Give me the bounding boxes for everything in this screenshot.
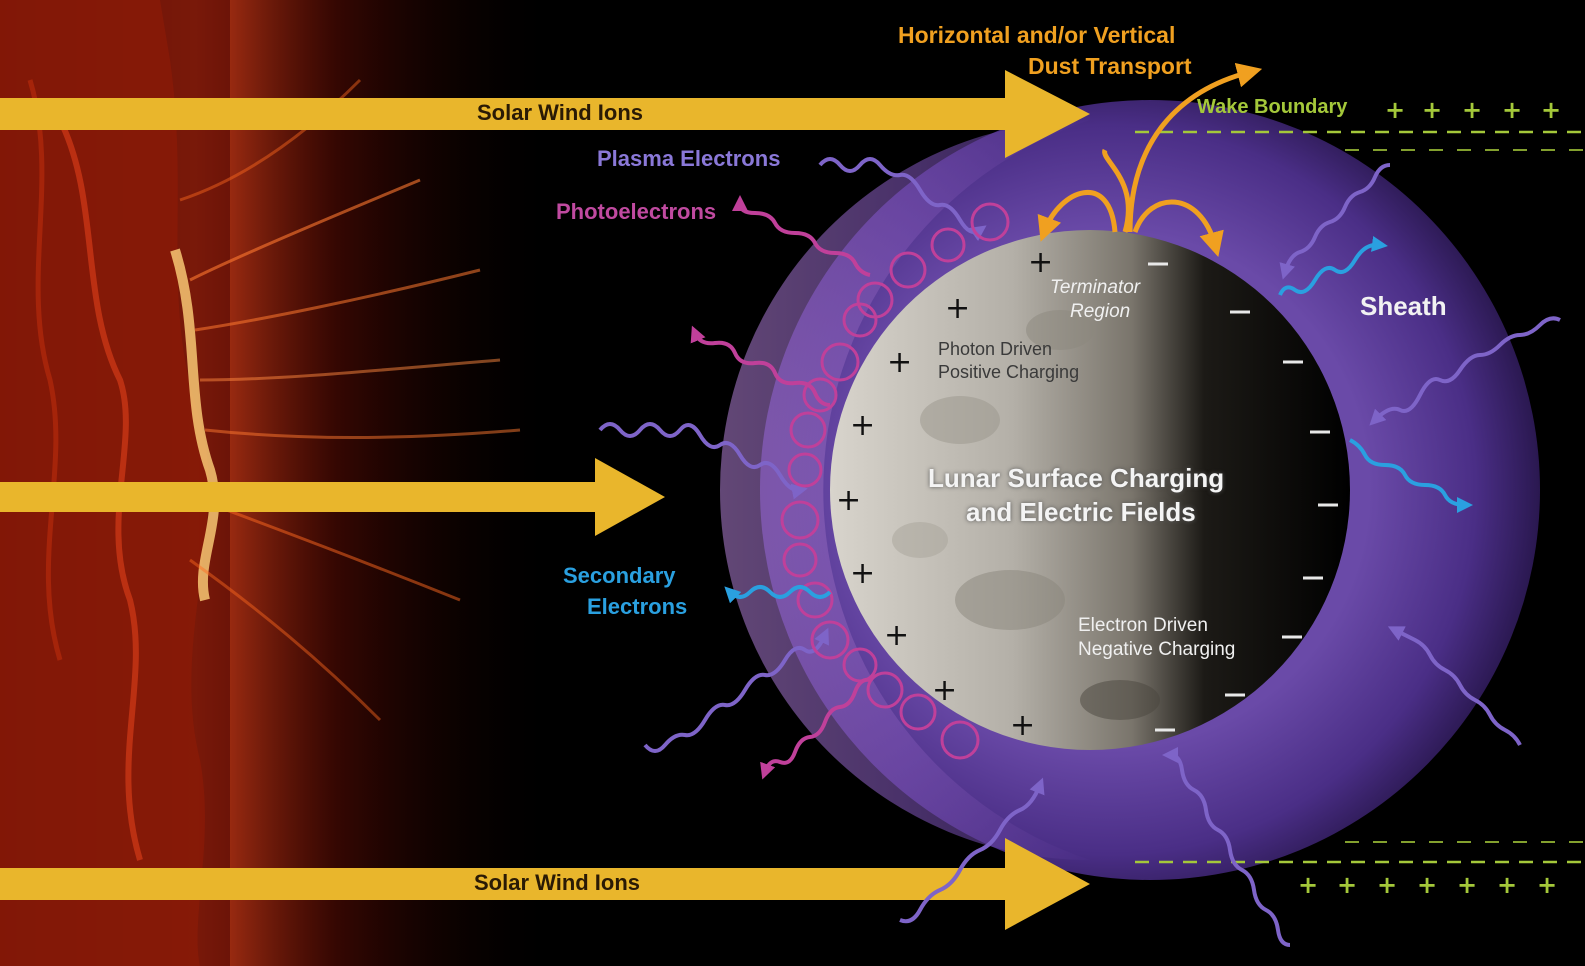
center-title-line1: Lunar Surface Charging: [928, 464, 1224, 494]
photoelectrons-label: Photoelectrons: [556, 199, 716, 224]
dust-transport-label-line2: Dust Transport: [1028, 53, 1192, 79]
photon-charging-label-line1: Photon Driven: [938, 339, 1052, 360]
svg-text:+: +: [1377, 871, 1397, 899]
plus-sign: +: [884, 618, 909, 653]
plus-sign: +: [1028, 245, 1053, 280]
plus-sign: +: [932, 673, 957, 708]
secondary-electrons-label-line1: Secondary: [563, 563, 676, 588]
svg-text:+: +: [1457, 871, 1477, 899]
svg-text:+: +: [1502, 96, 1522, 124]
svg-text:+: +: [1417, 871, 1437, 899]
solar-wind-label-bottom: Solar Wind Ions: [474, 870, 640, 895]
plus-sign: +: [945, 291, 970, 326]
center-title-line2: and Electric Fields: [966, 498, 1196, 528]
terminator-label-line1: Terminator: [1050, 277, 1140, 299]
solar-wind-arrow-middle: [0, 482, 600, 512]
svg-text:+: +: [1422, 96, 1442, 124]
svg-text:+: +: [1462, 96, 1482, 124]
secondary-electrons-label-line2: Electrons: [587, 594, 687, 619]
electron-charging-label-line1: Electron Driven: [1078, 615, 1208, 637]
solar-wind-label-top: Solar Wind Ions: [477, 100, 643, 125]
plus-sign: +: [887, 345, 912, 380]
svg-text:+: +: [1541, 96, 1561, 124]
svg-text:+: +: [1497, 871, 1517, 899]
electron-charging-label-line2: Negative Charging: [1078, 639, 1235, 661]
wake-boundary-label: Wake Boundary: [1197, 96, 1347, 119]
plasma-electrons-label: Plasma Electrons: [597, 146, 780, 171]
photon-charging-label-line2: Positive Charging: [938, 362, 1079, 383]
svg-text:+: +: [1537, 871, 1557, 899]
plus-sign: +: [836, 483, 861, 518]
dust-transport-label-line1: Horizontal and/or Vertical: [898, 22, 1175, 48]
plus-sign: +: [850, 556, 875, 591]
svg-text:+: +: [1298, 871, 1318, 899]
svg-text:+: +: [1385, 96, 1405, 124]
sheath-label: Sheath: [1360, 292, 1447, 322]
plus-sign: +: [850, 408, 875, 443]
svg-text:+: +: [1337, 871, 1357, 899]
plus-sign: +: [1010, 708, 1035, 743]
terminator-label-line2: Region: [1070, 301, 1130, 323]
